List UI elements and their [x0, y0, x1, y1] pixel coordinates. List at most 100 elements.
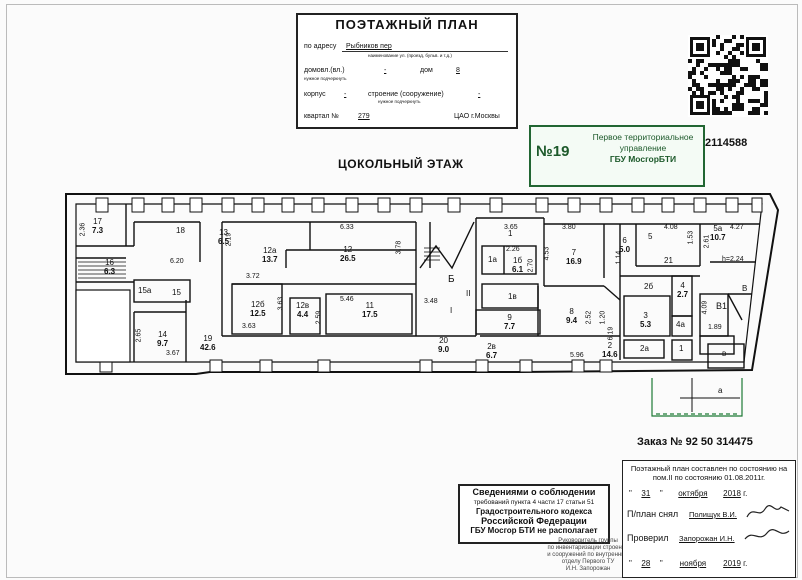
qr-module [692, 79, 696, 83]
qr-module [724, 67, 728, 71]
qr-module [764, 99, 768, 103]
qr-module [720, 63, 724, 67]
compliance-line-5: ГБУ Мосгор БТИ не располагает [470, 526, 598, 535]
stamp-line-1: Первое территориальное [592, 132, 694, 142]
qr-module [724, 95, 728, 99]
qr-module [692, 71, 696, 75]
room-num: 1в [508, 292, 517, 301]
qr-module [692, 83, 696, 87]
room-label: 5 [648, 232, 652, 241]
room-num: 1 [508, 229, 513, 238]
check-label: Проверил [627, 533, 669, 543]
qr-module [764, 67, 768, 71]
qr-module [724, 71, 728, 75]
room-num: В [742, 284, 748, 293]
signature-1 [746, 505, 790, 518]
qr-module [720, 87, 724, 91]
plan-heading: ПОЭТАЖНЫЙ ПЛАН [335, 17, 479, 32]
room-label: в [722, 349, 726, 358]
room-num: 19 [203, 334, 213, 343]
qr-module [740, 51, 744, 55]
room-num: 17 [93, 217, 103, 226]
info-box: Поэтажный план составлен по состоянию на… [622, 460, 796, 578]
inventory-number: 2114588 [705, 137, 748, 149]
qr-module [724, 63, 728, 67]
room-num: 15 [172, 288, 181, 297]
qr-module [712, 99, 716, 103]
domovl-value: - [384, 67, 387, 74]
qr-module [740, 107, 744, 111]
room-num: 2в [487, 342, 496, 351]
qr-module [744, 67, 748, 71]
page-frame [6, 4, 798, 578]
qr-module [732, 47, 736, 51]
qr-module [704, 75, 708, 79]
faint-stamp: Руководитель группы по инвентаризации ст… [528, 538, 648, 573]
room-label: В [742, 284, 747, 293]
qr-module [748, 111, 752, 115]
room-area: 9.4 [566, 316, 578, 325]
qr-module [712, 91, 716, 95]
room-area: 42.6 [200, 343, 216, 352]
stroenie-value: - [478, 91, 481, 98]
qr-module [756, 99, 760, 103]
qr-module [716, 111, 720, 115]
qr-module [732, 35, 736, 39]
dimension-label: 3.63 [277, 296, 285, 311]
faint-line-4: отделу Первого ТУ [561, 559, 615, 565]
dom-label: дом [420, 67, 433, 74]
qr-module [720, 111, 724, 115]
qr-module [740, 67, 744, 71]
qr-module [712, 39, 716, 43]
room-num: 14 [158, 330, 168, 339]
date-1-year: 2018 [723, 489, 741, 498]
qr-module [724, 83, 728, 87]
compliance-line-4: Российской Федерации [481, 515, 587, 526]
qr-module [736, 103, 740, 107]
qr-module [764, 83, 768, 87]
room-label: 1а [488, 255, 497, 264]
room-area: 16.9 [566, 257, 582, 266]
room-area: 4.4 [297, 310, 309, 319]
room-num: 2 [607, 341, 613, 350]
room-num: В1 [716, 301, 728, 311]
qr-module [696, 83, 700, 87]
dom-value: 8 [456, 67, 460, 74]
room-area: 13.7 [262, 255, 278, 264]
qr-module [756, 107, 760, 111]
qr-module [752, 79, 756, 83]
room-area: 10.7 [710, 233, 726, 242]
qr-module [732, 103, 736, 107]
qr-module [760, 67, 764, 71]
qr-module [716, 79, 720, 83]
address-hint: наименование ул. (проезд, бульв. и т.д.) [368, 53, 452, 58]
room-label: 4а [676, 320, 685, 329]
qr-module [712, 103, 716, 107]
room-label: I [450, 306, 452, 315]
qr-module [712, 83, 716, 87]
room-area: 5.0 [619, 245, 631, 254]
room-area: 9.0 [438, 345, 450, 354]
qr-module [716, 63, 720, 67]
qr-module [712, 63, 716, 67]
qr-module [688, 71, 692, 75]
korpus-label: корпус [304, 91, 326, 98]
dimension-label: 6.33 [340, 224, 354, 231]
room-area: 5.3 [640, 320, 652, 329]
qr-module [712, 111, 716, 115]
qr-module [720, 47, 724, 51]
qr-module [732, 59, 736, 63]
check-name: Запорожан И.Н. [679, 534, 735, 543]
qr-module [736, 91, 740, 95]
qr-module [732, 83, 736, 87]
dimension-label: 3.65 [504, 224, 518, 231]
dimension-label: 5.46 [340, 296, 354, 303]
info-line-2: пом.II по состоянию 01.08.2011г. [652, 473, 766, 482]
stamp-line-3: ГБУ МосгорБТИ [609, 154, 677, 164]
qr-module [736, 43, 740, 47]
